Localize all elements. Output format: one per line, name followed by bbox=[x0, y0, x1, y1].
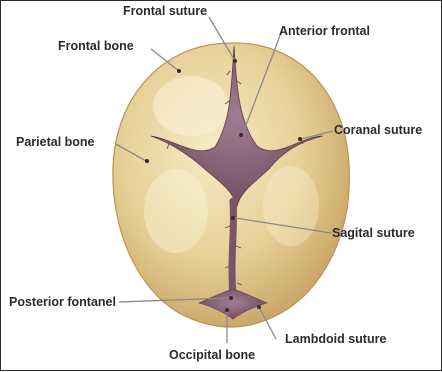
label-anterior-frontal: Anterior frontal bbox=[279, 24, 370, 38]
label-frontal-suture: Frontal suture bbox=[123, 4, 207, 18]
label-lambdoid-suture: Lambdoid suture bbox=[285, 332, 386, 346]
parietal-highlight-right bbox=[263, 166, 319, 246]
label-occipital-bone: Occipital bone bbox=[169, 348, 255, 362]
frontal-highlight bbox=[153, 76, 229, 136]
label-parietal-bone: Parietal bone bbox=[16, 135, 95, 149]
sagittal-suture-line bbox=[232, 201, 233, 299]
parietal-highlight-left bbox=[144, 169, 208, 253]
label-frontal-bone: Frontal bone bbox=[58, 39, 134, 53]
label-posterior-fontanel: Posterior fontanel bbox=[9, 295, 116, 309]
label-sagittal-suture: Sagital suture bbox=[332, 226, 415, 240]
label-coronal-suture: Coranal suture bbox=[334, 123, 422, 137]
